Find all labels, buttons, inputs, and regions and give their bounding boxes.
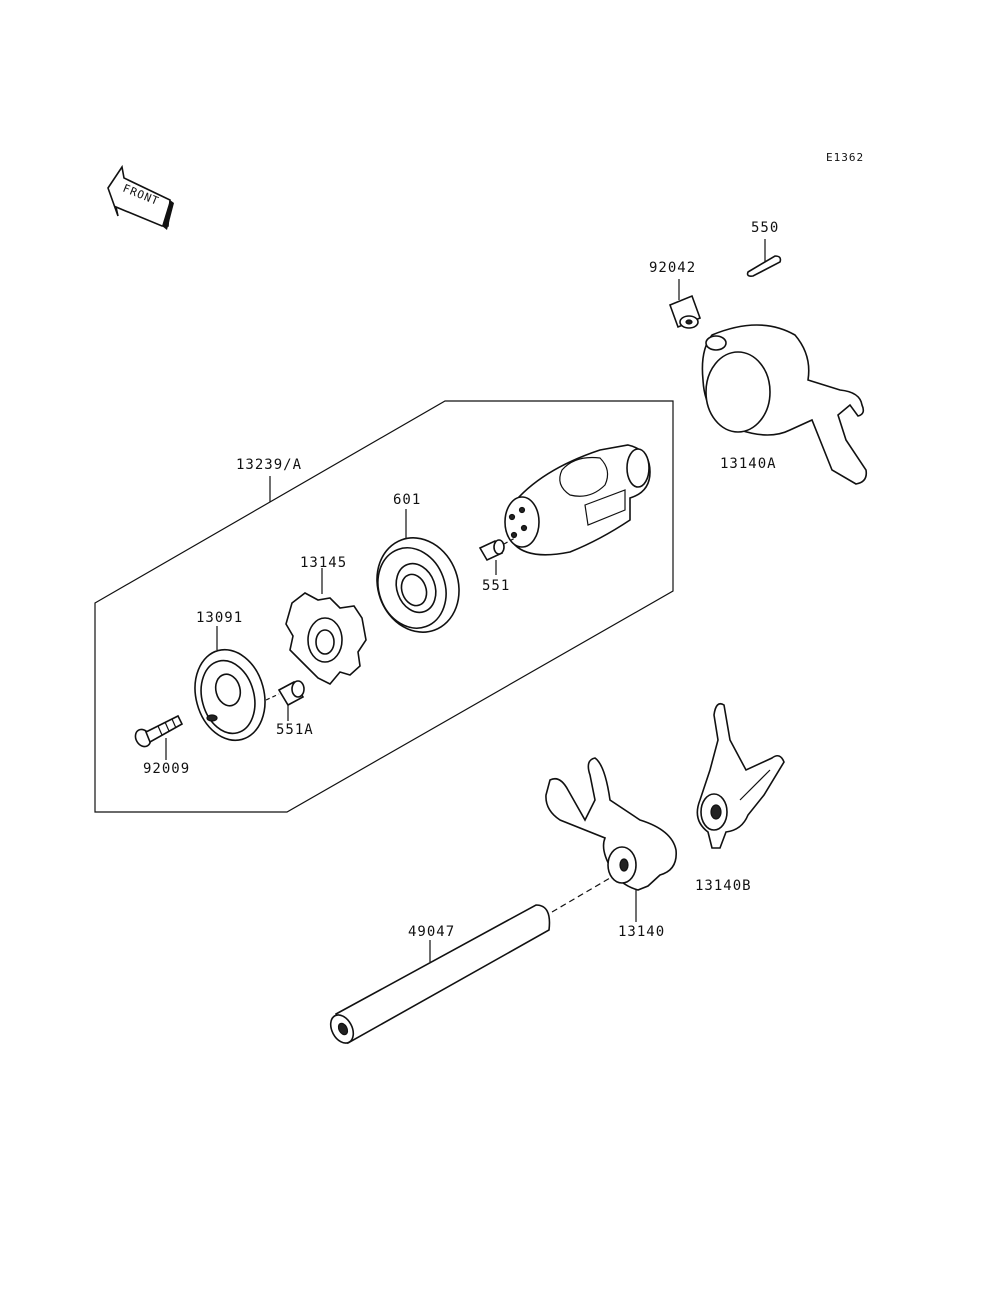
label-13140B: 13140B (695, 878, 752, 894)
label-49047: 49047 (408, 924, 455, 940)
pin-550-part (746, 239, 782, 277)
screw-92009-part (134, 714, 184, 760)
shift-fork-13140A-part (701, 324, 868, 485)
cam-plate-13091-part (194, 626, 266, 742)
bearing-601-part (376, 509, 460, 633)
front-arrow-icon: FRONT (107, 164, 174, 230)
shaft-49047-part (329, 877, 611, 1045)
label-92009: 92009 (143, 761, 190, 777)
label-13140: 13140 (618, 924, 665, 940)
label-13091: 13091 (196, 610, 243, 626)
label-13140A: 13140A (720, 456, 777, 472)
label-13239A: 13239/A (236, 457, 302, 473)
assembly-boundary-box (94, 400, 674, 813)
label-601: 601 (393, 492, 421, 508)
roller-92042-part (668, 279, 702, 329)
shift-drum-part (504, 444, 651, 556)
shift-fork-13140B-part (696, 702, 785, 849)
diagram-ref-code: E1362 (826, 151, 864, 164)
dowel-pin-551-part (478, 537, 516, 575)
dowel-pin-551A-part (265, 680, 305, 721)
detent-star-13145-part (285, 568, 367, 685)
shift-fork-13140-part (545, 757, 677, 922)
label-92042: 92042 (649, 260, 696, 276)
label-551A: 551A (276, 722, 314, 738)
label-13145: 13145 (300, 555, 347, 571)
label-551: 551 (482, 578, 510, 594)
label-550: 550 (751, 220, 779, 236)
